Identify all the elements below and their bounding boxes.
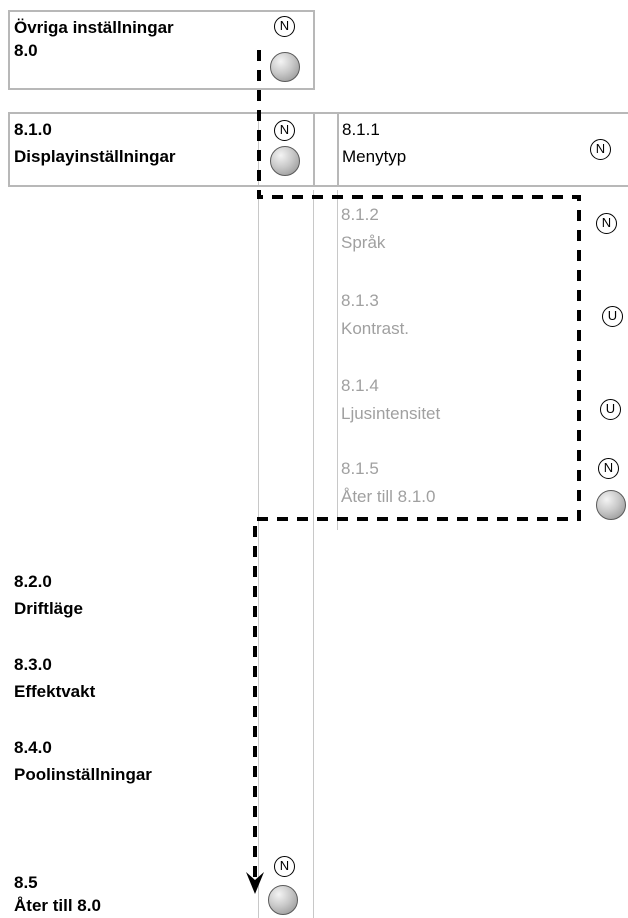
n-button-display[interactable]: N xyxy=(274,120,295,141)
main-menu-box xyxy=(8,10,315,90)
arrow-head xyxy=(246,872,264,894)
row-divider-2 xyxy=(313,114,315,185)
guide-line-mid-col xyxy=(313,190,314,918)
enter-button-main[interactable] xyxy=(270,52,300,82)
submenu-item-number: 8.1.5 xyxy=(341,459,379,478)
display-settings-row-box xyxy=(8,112,628,187)
display-settings-title: Displayinställningar xyxy=(14,147,176,166)
guide-line-left-col xyxy=(258,190,259,918)
u-button-ljusintensitet[interactable]: U xyxy=(600,399,621,420)
enter-button-display[interactable] xyxy=(270,146,300,176)
left-item-number: 8.5 xyxy=(14,873,38,892)
left-item-title: Effektvakt xyxy=(14,682,96,701)
submenu-item-title: Åter till 8.1.0 xyxy=(341,487,436,506)
submenu-item-title: Ljusintensitet xyxy=(341,404,441,423)
enter-button-ater-810[interactable] xyxy=(596,490,626,520)
main-menu-number: 8.0 xyxy=(14,41,38,60)
submenu-item-number: 8.1.3 xyxy=(341,291,379,310)
dashed-path-upper xyxy=(253,50,581,880)
n-button-ater-810[interactable]: N xyxy=(598,458,619,479)
left-item-title: Driftläge xyxy=(14,599,83,618)
guide-line-submenu xyxy=(337,190,338,530)
submenu-item-title: Språk xyxy=(341,233,386,252)
n-button-ater-80[interactable]: N xyxy=(274,856,295,877)
left-item-title: Poolinställningar xyxy=(14,765,152,784)
left-item-number: 8.4.0 xyxy=(14,738,52,757)
n-button-sprak[interactable]: N xyxy=(596,213,617,234)
left-item-title: Åter till 8.0 xyxy=(14,896,101,915)
main-menu-title: Övriga inställningar xyxy=(14,18,174,37)
menytyp-number: 8.1.1 xyxy=(342,120,380,139)
left-item-number: 8.3.0 xyxy=(14,655,52,674)
enter-button-ater-80[interactable] xyxy=(268,885,298,915)
submenu-item-number: 8.1.4 xyxy=(341,376,379,395)
row-divider-1 xyxy=(258,114,259,185)
n-button-menytyp[interactable]: N xyxy=(590,139,611,160)
submenu-item-number: 8.1.2 xyxy=(341,205,379,224)
u-button-kontrast[interactable]: U xyxy=(602,306,623,327)
submenu-item-title: Kontrast. xyxy=(341,319,410,338)
row-divider-3 xyxy=(337,114,339,185)
menytyp-title: Menytyp xyxy=(342,147,407,166)
n-button-main[interactable]: N xyxy=(274,16,295,37)
display-settings-number: 8.1.0 xyxy=(14,120,52,139)
left-item-number: 8.2.0 xyxy=(14,572,52,591)
